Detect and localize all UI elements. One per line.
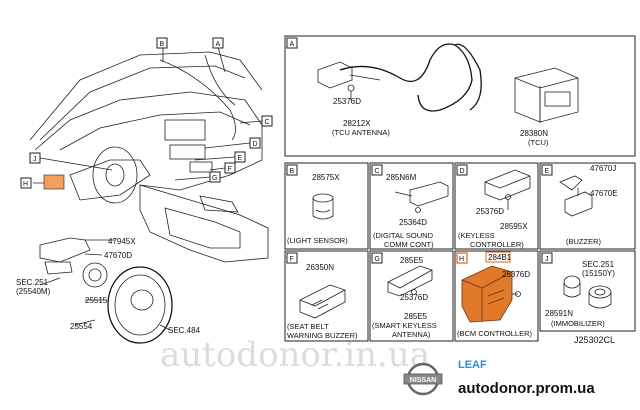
svg-text:A: A — [216, 41, 221, 48]
panel-h-caption: (BCM CONTROLLER) — [457, 329, 533, 338]
panel-e-caption: (BUZZER) — [566, 237, 601, 246]
overview-callout-g[interactable]: G — [209, 171, 221, 183]
panel-b-part-28575x: 28575X — [312, 173, 340, 182]
panel-h-part-284b1: 284B1 — [488, 253, 512, 262]
svg-text:D: D — [253, 141, 258, 148]
panel-d[interactable]: D — [454, 162, 539, 250]
panel-f-caption: (SEAT BELT — [287, 322, 329, 331]
part-25540m: (25540M) — [16, 287, 51, 296]
svg-text:F: F — [228, 166, 232, 173]
site-label[interactable]: autodonor.prom.ua — [458, 380, 595, 397]
svg-text:NISSAN: NISSAN — [410, 377, 436, 384]
svg-text:G: G — [375, 256, 380, 263]
panel-c[interactable]: C — [369, 162, 454, 250]
svg-text:H: H — [23, 181, 28, 188]
panel-f-caption2: WARNING BUZZER) — [287, 331, 358, 340]
model-label: LEAF — [458, 359, 487, 371]
panel-j-caption: (IMMOBILIZER) — [551, 319, 605, 328]
part-25554: 25554 — [70, 322, 93, 331]
overview-callout-b[interactable]: B — [156, 37, 168, 49]
panel-e-part-47670e: 47670E — [590, 189, 618, 198]
overview-callout-h[interactable]: H — [20, 177, 32, 189]
panel-d-caption: (KEYLESS — [458, 231, 495, 240]
figure-code: J25302CL — [574, 335, 615, 345]
bcm-controller-shape — [461, 265, 513, 323]
panel-a-caption: (TCU ANTENNA) — [332, 128, 390, 137]
panel-c-caption2: COMM CONT) — [384, 240, 434, 249]
svg-text:C: C — [265, 119, 270, 126]
panel-b[interactable]: B — [284, 162, 369, 250]
panel-g-part-285e5: 285E5 — [404, 312, 428, 321]
panel-j-part-28591n: 28591N — [545, 309, 573, 318]
panel-g-caption2: ANTENNA) — [392, 330, 431, 339]
panel-j[interactable]: J — [539, 250, 636, 332]
panel-a-part-28380n: 28380N — [520, 129, 548, 138]
panel-f-part-26350n: 26350N — [306, 263, 334, 272]
panel-d-caption2: CONTROLLER) — [470, 240, 524, 249]
panel-f[interactable]: F — [284, 250, 369, 342]
watermark-text: autodonor.in.ua — [160, 335, 430, 375]
panel-c-part-25364d: 25364D — [399, 218, 427, 227]
panel-a-part-25376d: 25376D — [333, 97, 361, 106]
svg-text:E: E — [545, 168, 550, 175]
svg-text:D: D — [460, 168, 465, 175]
svg-text:B: B — [290, 168, 295, 175]
panel-g-part-25376d: 25376D — [400, 293, 428, 302]
part-25515: 25515 — [85, 296, 108, 305]
panel-h[interactable]: H — [454, 250, 539, 342]
overview-callout-a[interactable]: A — [212, 37, 224, 49]
panel-c-part-285n6m: 285N6M — [386, 173, 417, 182]
overview-callout-e[interactable]: E — [234, 151, 246, 163]
panel-h-part-25376d: 25376D — [502, 270, 530, 279]
svg-text:A: A — [290, 41, 295, 48]
svg-text:G: G — [212, 175, 217, 182]
panel-d-part-28595x: 28595X — [500, 222, 528, 231]
svg-text:J: J — [33, 156, 37, 163]
panel-b-caption: (LIGHT SENSOR) — [287, 236, 348, 245]
panel-c-caption: (DIGITAL SOUND — [373, 231, 434, 240]
nissan-logo-icon: NISSAN — [403, 362, 443, 396]
svg-text:H: H — [459, 256, 464, 263]
part-sec-251: SEC.251 — [16, 278, 49, 287]
overview-illustration — [29, 46, 269, 263]
panel-d-part-25376d: 25376D — [476, 207, 504, 216]
panel-g[interactable]: G — [369, 250, 454, 342]
panel-a-caption2: (TCU) — [528, 138, 549, 147]
panel-g-caption: (SMART KEYLESS — [372, 321, 437, 330]
overview-callout-c[interactable]: C — [261, 115, 273, 127]
overview-bcm-mark — [43, 174, 65, 190]
svg-text:E: E — [238, 155, 243, 162]
steering-column-detail — [39, 237, 173, 344]
panel-e[interactable]: E — [539, 162, 636, 250]
svg-text:C: C — [375, 168, 380, 175]
overview-callout-f[interactable]: F — [224, 162, 236, 174]
panel-e-part-47670j: 47670J — [590, 164, 616, 173]
panel-j-part-15150y: (15150Y) — [582, 269, 615, 278]
svg-text:B: B — [160, 41, 165, 48]
part-sec-484: SEC.484 — [168, 326, 201, 335]
panel-a[interactable]: A — [284, 35, 636, 157]
panel-j-part-sec-251: SEC.251 — [582, 260, 615, 269]
svg-text:F: F — [290, 256, 294, 263]
panel-a-part-28212x: 28212X — [343, 119, 371, 128]
overview-callout-d[interactable]: D — [249, 137, 261, 149]
overview-callout-j[interactable]: J — [29, 152, 41, 164]
part-47945x: 47945X — [108, 237, 136, 246]
svg-text:J: J — [545, 256, 549, 263]
panel-g-part-285e5-top: 285E5 — [400, 256, 424, 265]
part-47670d: 47670D — [104, 251, 132, 260]
